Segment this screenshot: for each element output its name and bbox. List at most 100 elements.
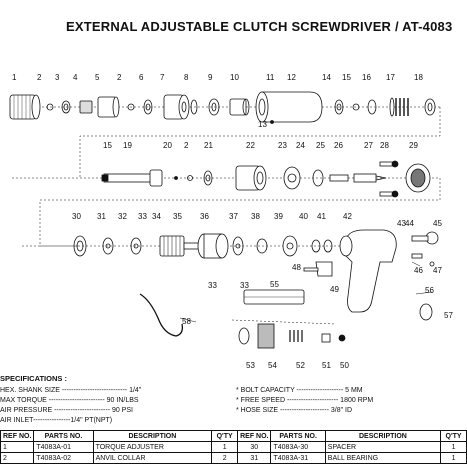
callout-33: 33 xyxy=(138,212,147,221)
callout-13: 13 xyxy=(258,120,267,129)
part-22-clutch-icon xyxy=(235,165,267,191)
callout-30: 30 xyxy=(72,212,81,221)
callout-21: 21 xyxy=(204,141,213,150)
part-6-washer-icon xyxy=(143,99,153,115)
callout-9: 9 xyxy=(208,73,213,82)
specs-heading: SPECIFICATIONS : xyxy=(0,374,67,383)
col-parts-2: PARTS NO. xyxy=(270,430,326,442)
part-34-rotor-icon xyxy=(159,235,203,257)
callout-18: 18 xyxy=(414,73,423,82)
part-16-washer-icon xyxy=(367,99,377,115)
cell: TORQUE ADJUSTER xyxy=(92,441,213,453)
callout-8: 8 xyxy=(184,73,189,82)
callout-34: 34 xyxy=(152,212,161,221)
callout-5: 5 xyxy=(95,73,100,82)
callout-55: 55 xyxy=(270,280,279,289)
callout-19: 19 xyxy=(123,141,132,150)
spec-speed: * FREE SPEED ---------------------- 1800… xyxy=(236,397,374,404)
part-30-spacer-icon xyxy=(73,235,87,257)
callout-22: 22 xyxy=(246,141,255,150)
spec-hose: * HOSE SIZE --------------------- 3/8" I… xyxy=(236,407,353,414)
col-qty: Q'TY xyxy=(211,430,239,442)
part-2b-ring-icon xyxy=(127,103,135,111)
callout-35: 35 xyxy=(173,212,182,221)
spec-pressure: AIR PRESSURE ------------------------ 90… xyxy=(0,407,133,414)
part-23-cam-icon xyxy=(283,166,301,190)
part-2-ring-icon xyxy=(46,103,54,111)
callout-56: 56 xyxy=(425,286,434,295)
callout-42: 42 xyxy=(343,212,352,221)
cell: T4083A-31 xyxy=(270,452,326,464)
part-20-ball-icon xyxy=(174,176,178,180)
part-58-spanner-icon xyxy=(139,293,184,337)
part-19-shaft-icon xyxy=(101,169,163,187)
callout-58: 58 xyxy=(182,317,191,326)
parts-table: REF NO. PARTS NO. DESCRIPTION Q'TY REF N… xyxy=(0,430,467,464)
callout-25: 25 xyxy=(316,141,325,150)
part-24-ring-icon xyxy=(312,169,324,187)
part-31-bearing-icon xyxy=(102,237,114,255)
callout-10: 10 xyxy=(230,73,239,82)
part-36-cylinder-icon xyxy=(197,233,229,259)
callout-52: 52 xyxy=(296,361,305,370)
callout-54: 54 xyxy=(268,361,277,370)
callout-28: 28 xyxy=(380,141,389,150)
part-4-nut-icon xyxy=(79,100,93,114)
col-qty-2: Q'TY xyxy=(440,430,467,442)
callout-4: 4 xyxy=(73,73,78,82)
callout-40: 40 xyxy=(299,212,308,221)
callout-57: 57 xyxy=(444,311,453,320)
col-desc-2: DESCRIPTION xyxy=(324,430,442,442)
part-57-oring-icon xyxy=(419,303,433,321)
callout-43: 43 xyxy=(397,219,406,228)
callout-53: 53 xyxy=(246,361,255,370)
part-3-washer-icon xyxy=(61,100,71,114)
part-13-pin-icon xyxy=(270,120,274,124)
callout-2: 2 xyxy=(184,141,189,150)
part-38-bearing-icon xyxy=(256,238,268,254)
callout-41: 41 xyxy=(317,212,326,221)
part-9-ring-icon xyxy=(208,98,220,116)
callout-23: 23 xyxy=(278,141,287,150)
part-25-pin-icon xyxy=(329,174,349,182)
spec-torque: MAX TORQUE ------------------------ 90 I… xyxy=(0,397,139,404)
spec-shank: HEX. SHANK SIZE ------------------------… xyxy=(0,387,142,394)
callout-36: 36 xyxy=(200,212,209,221)
callout-1: 1 xyxy=(12,73,17,82)
callout-12: 12 xyxy=(287,73,296,82)
spec-bolt: * BOLT CAPACITY -------------------- 5 M… xyxy=(236,387,363,394)
part-53-54-filter-icon xyxy=(238,323,275,349)
part-46-47-pin-icon xyxy=(411,253,435,267)
callout-24: 24 xyxy=(296,141,305,150)
callout-33: 33 xyxy=(240,281,249,290)
callout-15: 15 xyxy=(342,73,351,82)
cell: 31 xyxy=(237,452,272,464)
cell: 30 xyxy=(237,441,272,453)
cell: SPACER xyxy=(324,441,442,453)
cell: 1 xyxy=(440,441,467,453)
callout-44: 44 xyxy=(405,219,414,228)
callout-17: 17 xyxy=(386,73,395,82)
callout-2: 2 xyxy=(37,73,42,82)
part-7-bearing-icon xyxy=(163,94,190,120)
part-32-bearing-icon xyxy=(130,237,142,255)
part-2c-ring-icon xyxy=(187,175,193,181)
part-42-handle-housing-icon xyxy=(339,229,397,313)
table-row: 1 T4083A-01 TORQUE ADJUSTER 1 30 T4083A-… xyxy=(0,441,467,453)
part-18-cap-icon xyxy=(424,98,436,116)
callout-47: 47 xyxy=(433,266,442,275)
cell: 1 xyxy=(0,441,35,453)
part-51-50-plug-icon xyxy=(321,333,346,343)
part-40-41-rings-icon xyxy=(311,239,333,253)
part-52-spring-icon xyxy=(289,330,303,342)
callout-50: 50 xyxy=(340,361,349,370)
callout-11: 11 xyxy=(266,73,275,82)
part-48-49-trigger-icon xyxy=(303,261,333,277)
cell: T4083A-30 xyxy=(270,441,326,453)
callout-37: 37 xyxy=(229,212,238,221)
spec-inlet: AIR INLET----------------1/4" PT(NPT) xyxy=(0,417,113,424)
cell: 1 xyxy=(440,452,467,464)
callout-33: 33 xyxy=(208,281,217,290)
part-21-washer-icon xyxy=(203,170,213,186)
part-5-collar-icon xyxy=(97,96,120,118)
